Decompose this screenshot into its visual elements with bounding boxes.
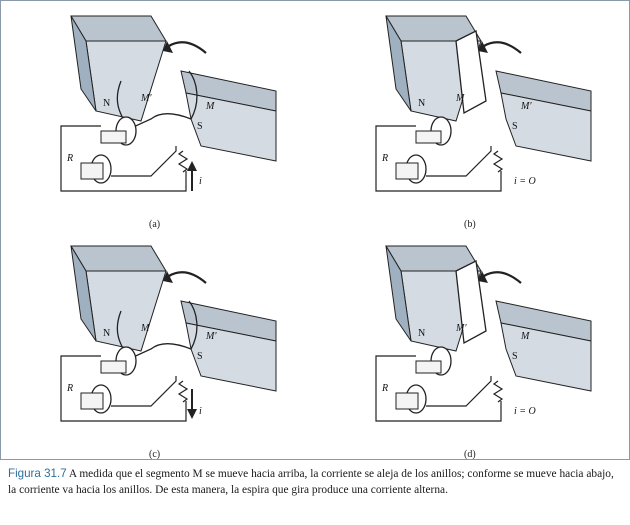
rotation-arrow-icon [483, 271, 522, 284]
current-label: i = O [514, 406, 536, 417]
slip-rings [395, 116, 452, 184]
south-label: S [197, 351, 203, 362]
bottom-segment-label: M [520, 331, 530, 342]
resistor-icon [492, 380, 504, 403]
external-circuit [375, 125, 504, 192]
rotation-arrow-icon [168, 271, 207, 284]
bottom-segment-label: M' [520, 101, 532, 112]
figure-frame: N S M' M R i (a) N [0, 0, 630, 460]
figure-caption: Figura 31.7 A medida que el segmento M s… [8, 466, 622, 498]
panel-label: (a) [149, 219, 161, 230]
resistor-label: R [66, 383, 73, 394]
panel-label: (c) [149, 449, 161, 460]
caption-label: Figura 31.7 [8, 467, 67, 480]
external-circuit [60, 125, 189, 192]
north-label: N [103, 98, 110, 109]
resistor-icon [177, 150, 189, 173]
south-magnet [495, 300, 592, 392]
panel-label: (d) [464, 449, 476, 460]
south-label: S [512, 351, 518, 362]
slip-rings [80, 346, 137, 414]
external-circuit [375, 355, 504, 422]
north-label: N [103, 328, 110, 339]
rotation-arrow-icon [483, 41, 522, 54]
rotation-arrow-icon [168, 41, 207, 54]
resistor-icon [177, 380, 189, 403]
top-segment-label: M' [455, 323, 467, 334]
coil-loop [116, 70, 198, 130]
coil-loop [455, 260, 487, 345]
bottom-segment-label: M' [205, 331, 217, 342]
external-circuit [60, 355, 189, 422]
panel-d: N S M' M R i = O (d) [316, 231, 630, 461]
south-label: S [197, 121, 203, 132]
south-label: S [512, 121, 518, 132]
panel-b: N S M M' R i = O (b) [316, 1, 630, 231]
north-magnet [70, 15, 167, 122]
south-magnet [495, 70, 592, 162]
resistor-icon [492, 150, 504, 173]
top-segment-label: M' [140, 93, 152, 104]
current-label: i [199, 176, 202, 187]
resistor-label: R [381, 383, 388, 394]
current-label: i [199, 406, 202, 417]
resistor-label: R [381, 153, 388, 164]
slip-rings [80, 116, 137, 184]
south-magnet [180, 70, 277, 162]
bottom-segment-label: M [205, 101, 215, 112]
south-magnet [180, 300, 277, 392]
current-label: i = O [514, 176, 536, 187]
resistor-label: R [66, 153, 73, 164]
north-label: N [418, 98, 425, 109]
panel-c: N S M M' R i (c) [1, 231, 316, 461]
top-segment-label: M [455, 93, 465, 104]
top-segment-label: M [140, 323, 150, 334]
north-magnet [70, 245, 167, 352]
north-label: N [418, 328, 425, 339]
caption-text: A medida que el segmento M se mueve haci… [8, 468, 614, 496]
panel-a: N S M' M R i (a) [1, 1, 316, 231]
slip-rings [395, 346, 452, 414]
panel-label: (b) [464, 219, 476, 230]
coil-loop [455, 30, 487, 115]
coil-loop [116, 300, 198, 360]
